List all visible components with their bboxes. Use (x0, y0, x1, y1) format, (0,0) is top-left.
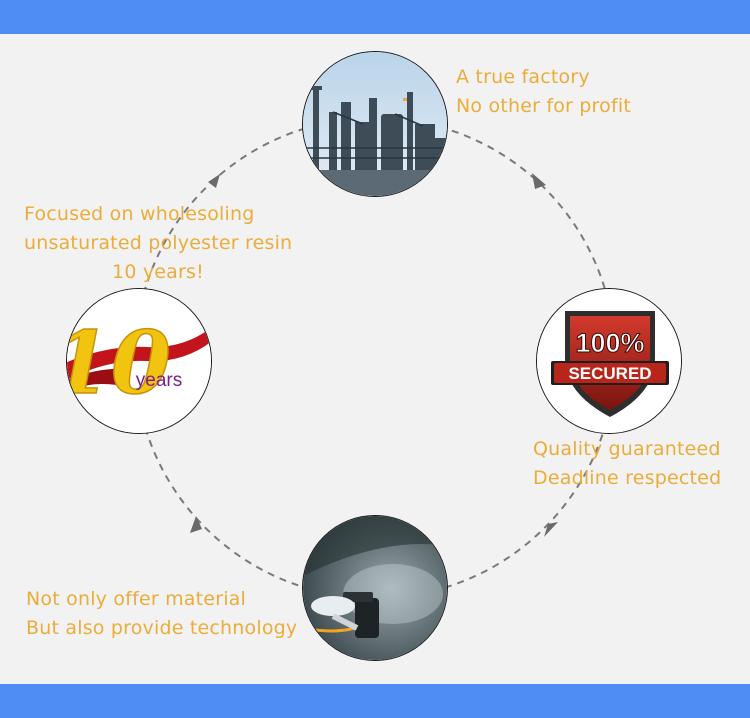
bottom-band (0, 684, 750, 718)
factory-caption: A true factory No other for profit (456, 63, 631, 121)
spray-caption-line-2: But also provide technology (26, 617, 298, 639)
spray-caption: Not only offer material But also provide… (26, 585, 297, 643)
arrow-head-icon (208, 174, 220, 188)
spray-gun-image (302, 515, 448, 661)
years-caption-line-2: unsaturated polyester resin (24, 232, 293, 254)
arrow-head-icon (532, 173, 546, 189)
logo-number-text: 10 (67, 313, 171, 414)
factory-caption-line-1: A true factory (456, 66, 590, 88)
badge-percent-text: 100% (575, 328, 644, 358)
logo-word-text: years (136, 370, 182, 391)
factory-photo-icon (303, 52, 447, 196)
shield-badge-icon: 100% SECURED (537, 289, 681, 433)
secured-caption-line-2: Deadline respected (533, 467, 722, 489)
ten-years-image: 10 years (66, 288, 212, 434)
ten-years-logo-icon: 10 years (67, 289, 211, 433)
factory-caption-line-2: No other for profit (456, 95, 631, 117)
secured-caption: Quality guaranteed Deadline respected (533, 435, 721, 493)
spray-gun-photo-icon (303, 516, 447, 660)
spray-caption-line-1: Not only offer material (26, 588, 247, 610)
years-caption-line-3: 10 years! (112, 261, 204, 283)
years-caption: Focused on wholesoling unsaturated polye… (24, 200, 292, 287)
top-band (0, 0, 750, 34)
arrow-head-icon (544, 522, 558, 537)
arrow-head-icon (190, 516, 202, 533)
secured-badge-image: 100% SECURED (536, 288, 682, 434)
secured-caption-line-1: Quality guaranteed (533, 438, 721, 460)
years-caption-line-1: Focused on wholesoling (24, 203, 255, 225)
badge-word-text: SECURED (568, 364, 651, 383)
factory-image (302, 51, 448, 197)
